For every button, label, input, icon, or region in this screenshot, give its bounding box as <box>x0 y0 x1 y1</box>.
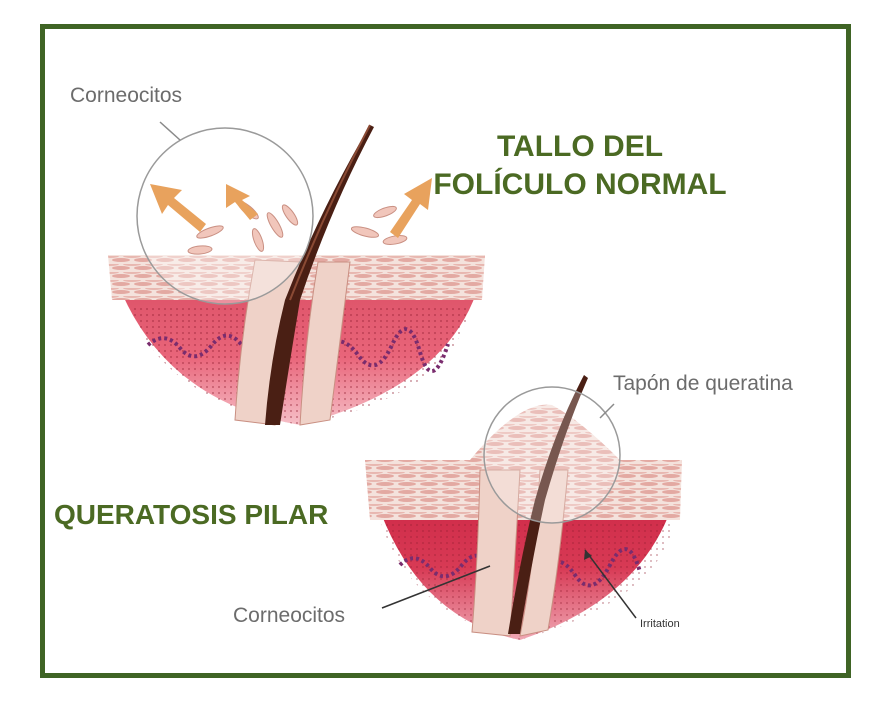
irritation-label: Irritation <box>640 618 680 630</box>
normal-skin-section <box>108 121 485 426</box>
keratosis-pilaris-title: QUERATOSIS PILAR <box>54 499 329 530</box>
keratin-plug-label: Tapón de queratina <box>613 372 793 395</box>
normal-follicle-title: TALLO DEL FOLÍCULO NORMAL <box>433 130 727 201</box>
keratosis-skin-section <box>365 375 682 640</box>
corneocitos-label-top: Corneocitos <box>70 84 183 107</box>
corneocitos-label-bottom: Corneocitos <box>233 604 346 627</box>
